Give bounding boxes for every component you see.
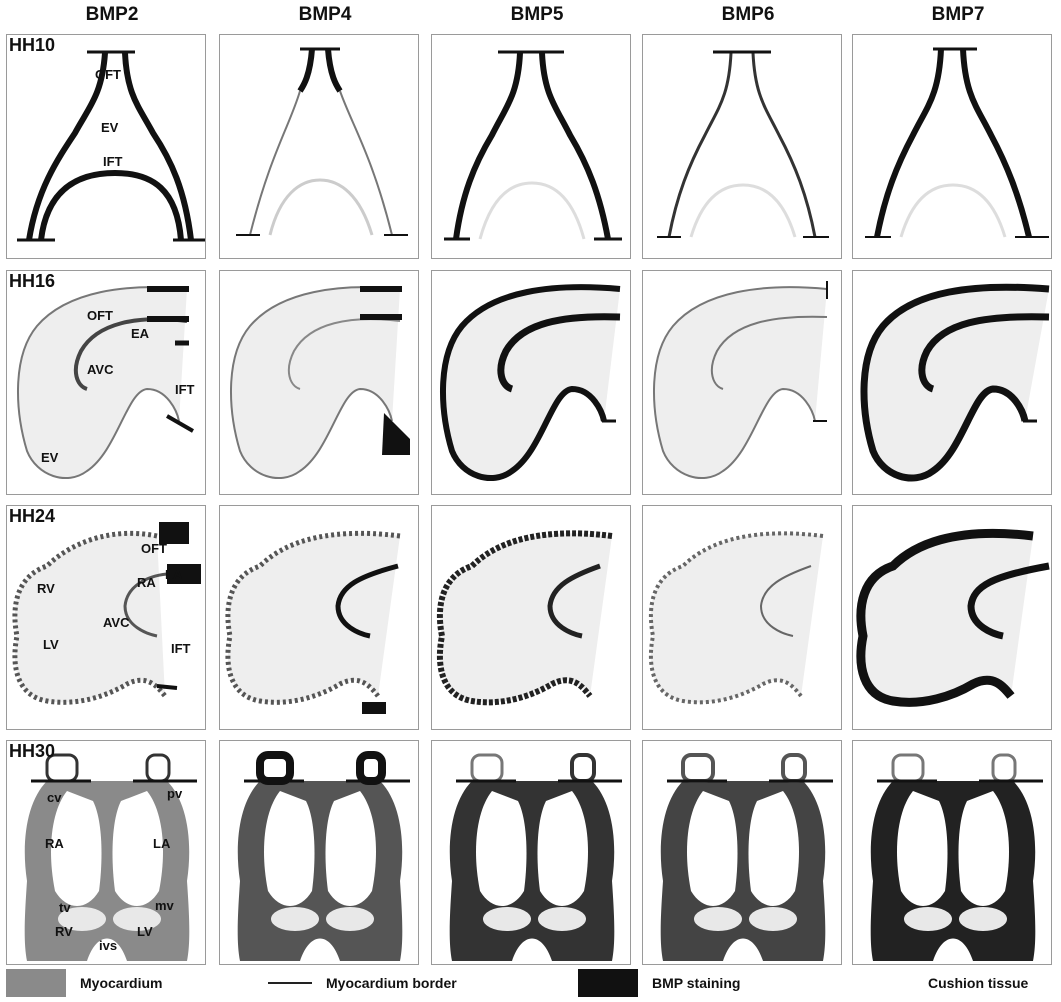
label-avc: AVC bbox=[103, 616, 129, 629]
panel-hh16-bmp5 bbox=[431, 270, 631, 495]
heart-tube-diagram bbox=[853, 35, 1052, 259]
label-lv: LV bbox=[43, 638, 59, 651]
column-header-bmp6: BMP6 bbox=[648, 4, 848, 26]
legend-myocardium-border: Myocardium border bbox=[268, 968, 457, 998]
label-ev: EV bbox=[41, 451, 58, 464]
label-ift: IFT bbox=[171, 642, 191, 655]
chambered-heart-diagram bbox=[643, 506, 842, 730]
label-ift: IFT bbox=[103, 155, 123, 168]
label-ev: EV bbox=[101, 121, 118, 134]
column-header-bmp5: BMP5 bbox=[437, 4, 637, 26]
row-label-hh16: HH16 bbox=[9, 271, 55, 292]
panel-hh10-bmp2: HH10 OFT EV IFT bbox=[6, 34, 206, 259]
border-line-swatch bbox=[268, 982, 312, 984]
column-header-bmp7: BMP7 bbox=[858, 4, 1058, 26]
panel-hh10-bmp5 bbox=[431, 34, 631, 259]
looped-heart-diagram bbox=[643, 271, 842, 495]
panel-hh24-bmp5 bbox=[431, 505, 631, 730]
label-tv: tv bbox=[59, 901, 71, 914]
row-label-hh24: HH24 bbox=[9, 506, 55, 527]
label-oft: OFT bbox=[87, 309, 113, 322]
legend-bmp-staining: BMP staining bbox=[578, 968, 740, 998]
panel-hh24-bmp4 bbox=[219, 505, 419, 730]
myocardium-swatch bbox=[6, 969, 66, 997]
looped-heart-diagram bbox=[853, 271, 1052, 495]
heart-tube-diagram bbox=[220, 35, 419, 259]
label-ra: RA bbox=[45, 837, 64, 850]
legend-label: BMP staining bbox=[652, 975, 740, 991]
label-ra: RA bbox=[137, 576, 156, 589]
panel-hh16-bmp7 bbox=[852, 270, 1052, 495]
panel-hh24-bmp6 bbox=[642, 505, 842, 730]
label-oft: OFT bbox=[95, 68, 121, 81]
label-pv: pv bbox=[167, 787, 182, 800]
looped-heart-diagram bbox=[220, 271, 419, 495]
label-la: LA bbox=[153, 837, 170, 850]
label-oft: OFT bbox=[141, 542, 167, 555]
legend-label: Myocardium bbox=[80, 975, 162, 991]
panel-hh10-bmp6 bbox=[642, 34, 842, 259]
panel-hh30-bmp2: HH30 cv pv RA LA tv mv RV LV ivs bbox=[6, 740, 206, 965]
label-mv: mv bbox=[155, 899, 174, 912]
panel-hh30-bmp6 bbox=[642, 740, 842, 965]
panel-hh16-bmp4 bbox=[219, 270, 419, 495]
panel-hh16-bmp6 bbox=[642, 270, 842, 495]
four-chamber-heart-diagram bbox=[220, 741, 419, 965]
label-cv: cv bbox=[47, 791, 61, 804]
legend-label: Cushion tissue bbox=[928, 975, 1028, 991]
panel-hh10-bmp4 bbox=[219, 34, 419, 259]
heart-tube-diagram bbox=[432, 35, 631, 259]
label-la: LA bbox=[165, 568, 182, 581]
chambered-heart-diagram bbox=[432, 506, 631, 730]
panel-hh24-bmp7 bbox=[852, 505, 1052, 730]
row-label-hh30: HH30 bbox=[9, 741, 55, 762]
legend-myocardium: Myocardium bbox=[6, 968, 162, 998]
chambered-heart-diagram bbox=[220, 506, 419, 730]
panel-hh30-bmp7 bbox=[852, 740, 1052, 965]
four-chamber-heart-diagram bbox=[432, 741, 631, 965]
bmp-staining-swatch bbox=[578, 969, 638, 997]
label-lv: LV bbox=[137, 925, 153, 938]
row-label-hh10: HH10 bbox=[9, 35, 55, 56]
label-ift: IFT bbox=[175, 383, 195, 396]
chambered-heart-diagram bbox=[853, 506, 1052, 730]
four-chamber-heart-diagram bbox=[853, 741, 1052, 965]
heart-tube-diagram bbox=[643, 35, 842, 259]
label-avc: AVC bbox=[87, 363, 113, 376]
four-chamber-heart-diagram bbox=[643, 741, 842, 965]
label-ivs: ivs bbox=[99, 939, 117, 952]
legend-label: Myocardium border bbox=[326, 975, 457, 991]
panel-hh10-bmp7 bbox=[852, 34, 1052, 259]
looped-heart-diagram bbox=[432, 271, 631, 495]
panel-hh16-bmp2: HH16 OFT EA AVC IFT EV bbox=[6, 270, 206, 495]
label-rv: RV bbox=[55, 925, 73, 938]
four-chamber-heart-diagram bbox=[7, 741, 206, 965]
label-rv: RV bbox=[37, 582, 55, 595]
panel-hh30-bmp5 bbox=[431, 740, 631, 965]
column-header-bmp4: BMP4 bbox=[225, 4, 425, 26]
label-ea: EA bbox=[131, 327, 149, 340]
panel-hh30-bmp4 bbox=[219, 740, 419, 965]
panel-hh24-bmp2: HH24 OFT RA LA RV AVC LV IFT bbox=[6, 505, 206, 730]
column-header-bmp2: BMP2 bbox=[12, 4, 212, 26]
legend-cushion-tissue: Cushion tissue bbox=[928, 968, 1028, 998]
